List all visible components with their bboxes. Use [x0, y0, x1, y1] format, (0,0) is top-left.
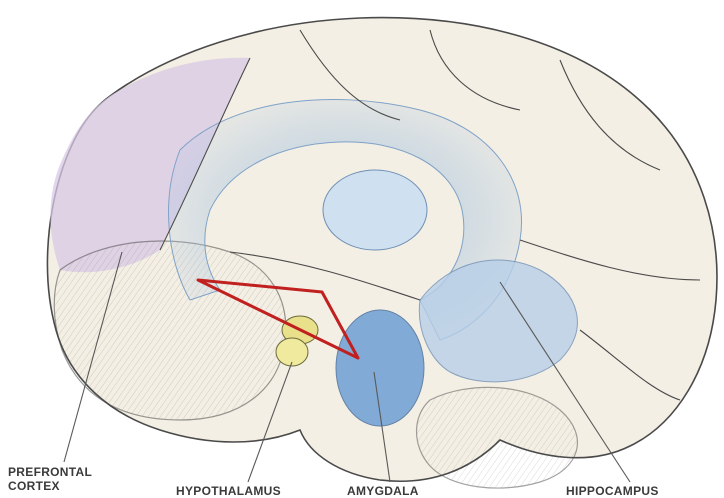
label-hypothalamus: HYPOTHALAMUS	[176, 484, 281, 498]
label-prefrontal-cortex: PREFRONTAL CORTEX	[8, 465, 92, 493]
pituitary	[276, 338, 308, 366]
label-prefrontal-line2: CORTEX	[8, 479, 92, 493]
temporal-lobe	[54, 241, 286, 420]
label-prefrontal-line1: PREFRONTAL	[8, 465, 92, 479]
amygdala-structure	[336, 310, 424, 426]
label-amygdala: AMYGDALA	[347, 484, 419, 498]
label-hippocampus: HIPPOCAMPUS	[566, 484, 659, 498]
thalamus	[323, 170, 427, 250]
